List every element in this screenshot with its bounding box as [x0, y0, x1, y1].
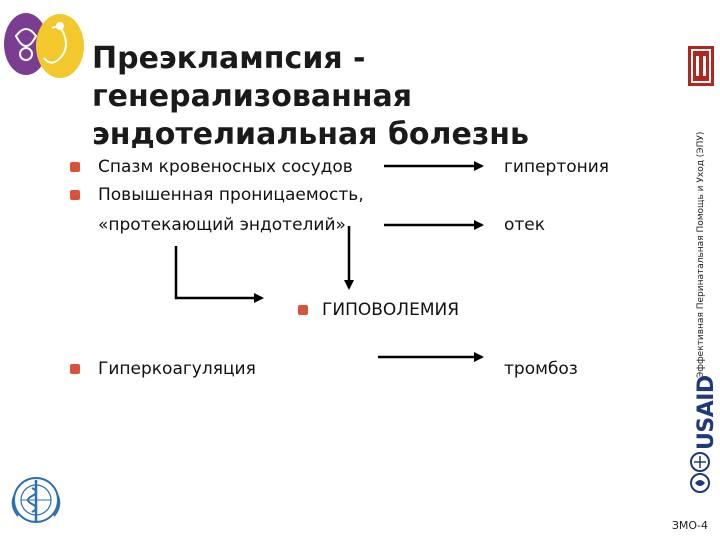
bullet-hypovolemia: ГИПОВОЛЕМИЯ	[322, 300, 460, 320]
side-caption: Эффективная Перинатальная Помощь и Уход …	[696, 131, 706, 378]
bullet-permeability: Повышенная проницаемость,	[98, 185, 364, 205]
bullet-spasm: Спазм кровеносных сосудов	[98, 157, 353, 177]
arrow-spasm-to-hypovolemia	[174, 246, 264, 303]
outcome-edema: отек	[504, 215, 546, 235]
outcome-hypertension: гипертония	[504, 157, 610, 177]
program-logo	[4, 13, 84, 78]
slide-number: ЗМО-4	[671, 519, 708, 532]
slide-title: Преэклампсия - генерализованная эндотели…	[92, 40, 692, 154]
bullet-marker	[70, 162, 80, 172]
usaid-logo: USAID	[694, 375, 719, 450]
bullet-permeability-continued: «протекающий эндотелий»	[98, 215, 346, 235]
outcome-thrombosis: тромбоз	[504, 359, 578, 379]
isi-logo	[688, 46, 714, 86]
who-logo	[11, 477, 61, 523]
bullet-marker	[70, 190, 80, 200]
bullet-marker	[70, 364, 80, 374]
title-line-2: эндотелиальная болезнь	[92, 117, 529, 152]
title-line-1: Преэклампсия - генерализованная	[92, 41, 413, 114]
bullet-hypercoagulation: Гиперкоагуляция	[98, 359, 256, 379]
usaid-seal-icon	[690, 452, 710, 493]
bullet-marker	[298, 305, 308, 315]
